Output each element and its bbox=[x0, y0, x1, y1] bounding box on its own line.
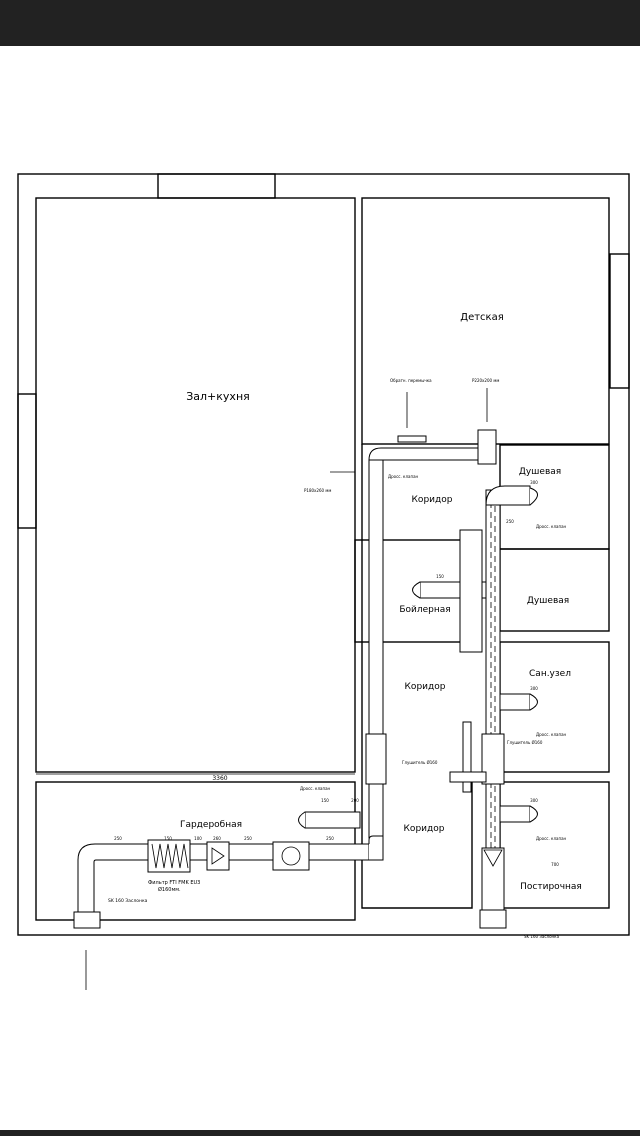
label-kids: Детская bbox=[460, 312, 503, 323]
note-valve-3: Дросс. клапан bbox=[536, 732, 567, 737]
dim-200: 200 bbox=[351, 798, 359, 803]
label-wardrobe: Гардеробная bbox=[180, 820, 242, 830]
shower-1-diffuser bbox=[529, 487, 538, 506]
note-valve-2: Дросс. клапан bbox=[536, 524, 567, 529]
label-hall-kitchen: Зал+кухня bbox=[186, 390, 250, 403]
label-corridor-2: Коридор bbox=[405, 682, 446, 692]
dim-300c: 300 bbox=[530, 798, 538, 803]
label-shower-2: Душевая bbox=[527, 596, 569, 606]
dim-300a: 300 bbox=[530, 480, 538, 485]
corridor-partition bbox=[462, 721, 472, 793]
note-sk160-right: SK 160 Заслонка bbox=[524, 934, 560, 939]
window-left bbox=[17, 393, 37, 529]
room-shower-2 bbox=[499, 548, 610, 632]
boiler-riser bbox=[459, 529, 483, 653]
dim-150b: 150 bbox=[436, 574, 444, 579]
bath-diffuser bbox=[529, 693, 538, 711]
grille-kids-right bbox=[477, 429, 497, 465]
note-p180: P180х260 мм bbox=[304, 488, 331, 493]
heater-arrow-icon bbox=[211, 847, 225, 865]
note-silencer-left: Глушитель Ø160 bbox=[402, 760, 438, 765]
boiler-diffuser bbox=[412, 581, 421, 599]
duct-main-elbow bbox=[368, 835, 384, 861]
laundry-diffuser bbox=[529, 805, 538, 823]
label-shower-1: Душевая bbox=[519, 467, 561, 477]
dim-150c: 150 bbox=[164, 836, 172, 841]
label-laundry: Постирочная bbox=[520, 882, 582, 892]
duct-vertical-right bbox=[485, 489, 501, 901]
app-top-bar bbox=[0, 0, 640, 46]
corridor-outline bbox=[361, 444, 473, 909]
duct-bath-branch bbox=[499, 693, 531, 711]
dim-300b: 300 bbox=[530, 686, 538, 691]
note-filter-size: Ø160мм. bbox=[158, 886, 181, 893]
dim-260: 260 bbox=[213, 836, 221, 841]
duct-laundry-branch bbox=[499, 805, 531, 823]
note-sk160-left: SK 160 Заслонка bbox=[108, 898, 148, 904]
silencer-left bbox=[365, 733, 387, 785]
dim-250b: 250 bbox=[244, 836, 252, 841]
duct-wardrobe-branch bbox=[304, 811, 361, 829]
duct-shower-1-branch bbox=[485, 485, 531, 506]
heater-box bbox=[206, 841, 230, 871]
dim-250a: 250 bbox=[114, 836, 122, 841]
dim-250d: 250 bbox=[506, 519, 514, 524]
label-bath: Сан.узел bbox=[529, 669, 571, 679]
wardrobe-diffuser bbox=[298, 811, 306, 829]
silencer-right bbox=[481, 733, 505, 785]
room-hall-kitchen bbox=[35, 197, 356, 773]
note-silencer-right: Глушитель Ø160 bbox=[507, 740, 543, 745]
note-p220: Р220х200 мм bbox=[472, 378, 499, 383]
ventilation-floor-plan: Зал+кухня Детская Коридор Душевая Бойлер… bbox=[17, 173, 630, 990]
exhaust-grille bbox=[479, 909, 507, 929]
intake-grille-left bbox=[73, 911, 101, 929]
outer-wall bbox=[17, 173, 630, 936]
filter-mesh-icon bbox=[151, 843, 189, 869]
note-filter: Фильтр FTI FMK EU3 bbox=[148, 880, 200, 886]
exhaust-fan-icon bbox=[483, 849, 503, 867]
window-top bbox=[157, 173, 276, 199]
duct-exhaust-down bbox=[481, 847, 505, 911]
corridor-tee bbox=[449, 771, 487, 783]
fan-icon bbox=[281, 846, 301, 866]
duct-top-horizontal bbox=[368, 447, 481, 461]
grille-kids-left bbox=[397, 435, 427, 443]
fan-box bbox=[272, 841, 310, 871]
label-boiler: Бойлерная bbox=[399, 605, 450, 615]
dim-main-width: 3360 bbox=[212, 775, 227, 782]
label-corridor-3: Коридор bbox=[404, 824, 445, 834]
dim-250c: 250 bbox=[326, 836, 334, 841]
dim-100: 100 bbox=[194, 836, 202, 841]
window-right bbox=[609, 253, 630, 389]
app-bottom-bar bbox=[0, 1130, 640, 1136]
note-valve-5: Дросс. клапан bbox=[300, 786, 331, 791]
filter-box bbox=[147, 839, 191, 873]
dim-700: 700 bbox=[551, 862, 559, 867]
label-corridor-1: Коридор bbox=[412, 495, 453, 505]
note-grille-top: Обратн. перемычка bbox=[390, 378, 432, 383]
note-valve-1: Дросс. клапан bbox=[388, 474, 419, 479]
note-valve-4: Дросс. клапан bbox=[536, 836, 567, 841]
dim-150: 150 bbox=[321, 798, 329, 803]
